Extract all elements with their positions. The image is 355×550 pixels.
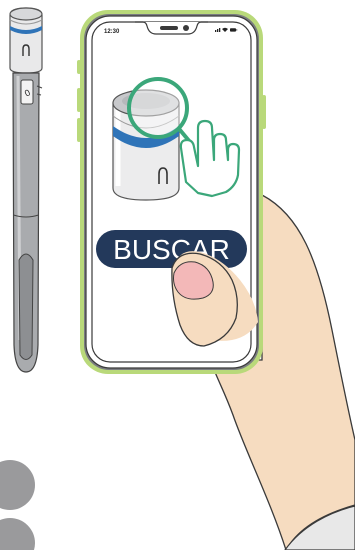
indicator-dot <box>0 518 35 550</box>
status-time: 12:30 <box>104 29 120 35</box>
injector-pen-icon: 0 <box>10 8 42 372</box>
search-button[interactable]: BUSCAR <box>96 230 247 268</box>
camera-icon <box>183 25 189 31</box>
indicator-dot <box>0 460 35 510</box>
speaker-grille <box>160 26 178 30</box>
